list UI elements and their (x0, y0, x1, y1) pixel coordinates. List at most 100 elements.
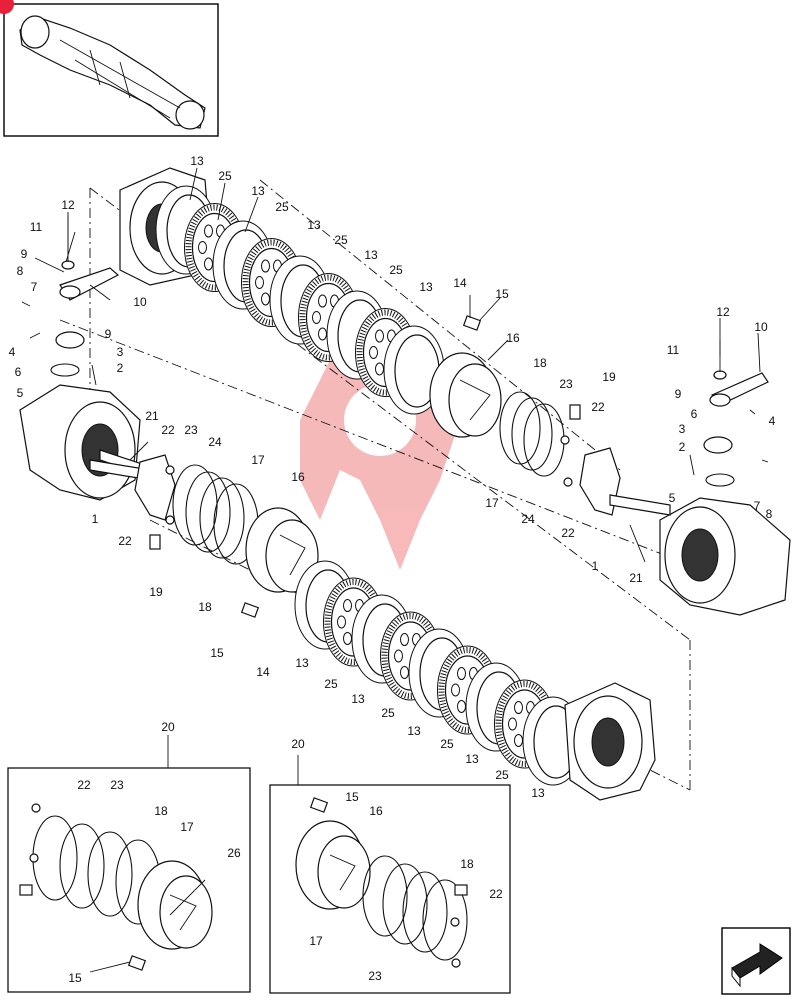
part-callout-1: 1 (592, 559, 599, 573)
part-callout-17: 17 (180, 820, 194, 834)
inset-left-frame (7, 767, 251, 993)
part-callout-14: 14 (256, 665, 270, 679)
part-callout-13: 13 (419, 280, 433, 294)
part-callout-23: 23 (368, 969, 382, 983)
part-callout-13: 13 (465, 752, 479, 766)
part-callout-7: 7 (31, 280, 38, 294)
part-callout-26: 26 (227, 846, 241, 860)
part-callout-16: 16 (369, 804, 383, 818)
part-callout-23: 23 (559, 377, 573, 391)
next-page-arrow-icon[interactable] (721, 927, 791, 995)
part-callout-17: 17 (251, 453, 265, 467)
part-callout-25: 25 (389, 263, 403, 277)
part-callout-14: 14 (453, 276, 467, 290)
part-callout-22: 22 (77, 778, 91, 792)
part-callout-9: 9 (675, 387, 682, 401)
part-callout-18: 18 (533, 356, 547, 370)
part-callout-15: 15 (495, 287, 509, 301)
part-callout-19: 19 (602, 370, 616, 384)
upper-disc-pack (155, 185, 445, 415)
part-callout-18: 18 (198, 600, 212, 614)
steel-plate (383, 325, 445, 415)
upper-seal-rings (499, 391, 565, 477)
part-callout-23: 23 (110, 778, 124, 792)
part-callout-17: 17 (485, 496, 499, 510)
part-callout-13: 13 (364, 248, 378, 262)
thumbnail-badge (0, 0, 14, 14)
part-callout-8: 8 (766, 507, 773, 521)
right-axle-shaft[interactable] (579, 447, 671, 516)
right-steering-arm[interactable] (689, 340, 769, 487)
part-callout-6: 6 (691, 407, 698, 421)
part-callout-24: 24 (208, 435, 222, 449)
part-callout-3: 3 (679, 422, 686, 436)
part-callout-18: 18 (154, 804, 168, 818)
part-callout-11: 11 (667, 343, 680, 357)
right-axle-housing[interactable] (659, 497, 791, 616)
part-callout-20: 20 (291, 737, 305, 751)
part-callout-13: 13 (307, 218, 321, 232)
axle-thumbnail-icon (19, 15, 206, 130)
part-callout-3: 3 (117, 345, 124, 359)
inset-right-assembly-20[interactable] (269, 755, 511, 994)
part-callout-21: 21 (145, 409, 159, 423)
part-callout-6: 6 (15, 365, 22, 379)
part-callout-9: 9 (21, 247, 28, 261)
part-callout-22: 22 (118, 534, 132, 548)
part-callout-17: 17 (309, 934, 323, 948)
part-callout-13: 13 (295, 656, 309, 670)
part-callout-4: 4 (9, 345, 16, 359)
lower-disc-pack (294, 560, 584, 786)
part-callout-21: 21 (629, 571, 643, 585)
part-callout-5: 5 (669, 491, 676, 505)
part-callout-22: 22 (489, 887, 503, 901)
part-callout-20: 20 (161, 720, 175, 734)
part-callout-22: 22 (161, 423, 175, 437)
part-callout-19: 19 (149, 585, 163, 599)
inset-left-assembly-20[interactable] (7, 735, 251, 993)
part-callout-8: 8 (17, 264, 24, 278)
part-callout-16: 16 (291, 470, 305, 484)
part-callout-10: 10 (133, 295, 147, 309)
part-callout-25: 25 (275, 200, 289, 214)
assembly-thumbnail[interactable] (0, 0, 219, 137)
part-callout-7: 7 (754, 499, 761, 513)
part-callout-25: 25 (495, 768, 509, 782)
part-callout-15: 15 (68, 971, 82, 985)
upper-brake-piston[interactable] (429, 352, 502, 438)
part-callout-25: 25 (334, 233, 348, 247)
left-seal-rings (172, 464, 259, 565)
part-callout-1: 1 (92, 512, 99, 526)
part-callout-13: 13 (531, 786, 545, 800)
left-axle-shaft[interactable] (89, 454, 176, 521)
part-callout-15: 15 (345, 790, 359, 804)
leader-lines (34, 167, 761, 973)
part-callout-25: 25 (218, 169, 232, 183)
part-callout-12: 12 (61, 198, 75, 212)
part-callout-15: 15 (210, 646, 224, 660)
part-callout-4: 4 (769, 414, 776, 428)
part-callout-16: 16 (506, 331, 520, 345)
lower-brake-housing[interactable] (564, 682, 656, 801)
part-callout-18: 18 (460, 857, 474, 871)
part-callout-23: 23 (184, 423, 198, 437)
part-callout-13: 13 (407, 724, 421, 738)
part-callout-25: 25 (440, 737, 454, 751)
part-callout-12: 12 (716, 305, 730, 319)
part-callout-13: 13 (251, 184, 265, 198)
part-callout-25: 25 (324, 677, 338, 691)
part-callout-5: 5 (17, 386, 24, 400)
part-callout-22: 22 (591, 400, 605, 414)
part-callout-11: 11 (30, 220, 43, 234)
part-callout-10: 10 (754, 320, 768, 334)
part-callout-25: 25 (381, 706, 395, 720)
part-callout-2: 2 (679, 440, 686, 454)
part-callout-13: 13 (190, 154, 204, 168)
part-callout-13: 13 (351, 692, 365, 706)
small-hardware (129, 315, 646, 618)
part-callout-2: 2 (117, 361, 124, 375)
part-callout-22: 22 (561, 526, 575, 540)
left-steering-arm[interactable] (21, 215, 120, 386)
